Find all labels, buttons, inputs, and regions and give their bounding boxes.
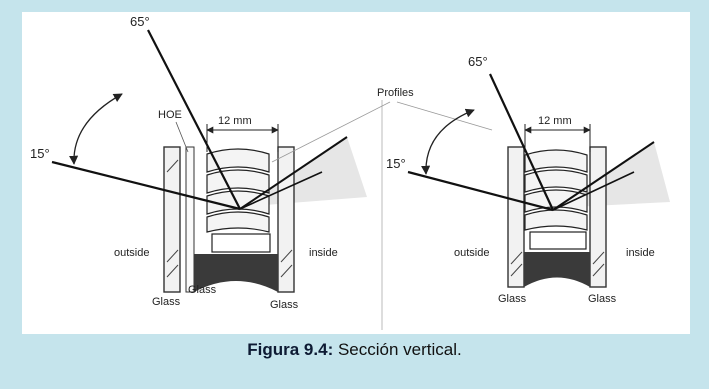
left-outer-glass xyxy=(163,146,181,293)
profiles-label: Profiles xyxy=(377,87,414,99)
left-inside-label: inside xyxy=(309,247,338,259)
caption-label: Figura 9.4: xyxy=(247,340,334,359)
right-outside-label: outside xyxy=(454,247,489,259)
left-glass-label-3: Glass xyxy=(270,299,299,311)
left-spacer xyxy=(211,233,271,253)
left-inner-glass xyxy=(277,146,295,293)
left-profile-1 xyxy=(206,148,270,173)
right-ray-15 xyxy=(407,170,554,212)
figure-image-area: 12 mm 65° 15° HOE outside inside Glass G… xyxy=(22,12,690,334)
right-angle-arc xyxy=(421,108,475,175)
right-glass-label-1: Glass xyxy=(498,293,527,305)
left-hoe-film xyxy=(185,146,195,293)
right-inside-label: inside xyxy=(626,247,655,259)
right-profile-2 xyxy=(524,169,588,193)
left-section-diagram: 12 mm 65° 15° HOE outside inside Glass G… xyxy=(30,14,367,311)
right-spacer xyxy=(529,231,587,250)
window-section-diagram: 12 mm 65° 15° HOE outside inside Glass G… xyxy=(30,14,670,330)
left-hoe-label: HOE xyxy=(158,109,182,121)
left-angle-arc xyxy=(69,93,123,165)
figure-caption: Figura 9.4: Sección vertical. xyxy=(0,340,709,360)
right-glass-label-2: Glass xyxy=(588,293,617,305)
left-ray-out-1 xyxy=(239,136,348,210)
right-seal xyxy=(524,252,590,287)
left-angle-bottom-label: 15° xyxy=(30,146,50,161)
left-ray-15 xyxy=(51,160,241,211)
right-angle-top-label: 65° xyxy=(468,54,488,69)
right-width-label: 12 mm xyxy=(538,115,572,127)
left-ray-out-2 xyxy=(239,171,323,210)
right-section-diagram: 12 mm 65° 15° outside inside Glass Glass xyxy=(386,54,670,305)
right-angle-bottom-label: 15° xyxy=(386,156,406,171)
left-outside-label: outside xyxy=(114,247,149,259)
left-profile-4 xyxy=(206,211,270,233)
right-ray-out-1 xyxy=(552,141,655,211)
right-ray-65 xyxy=(489,73,554,211)
right-profile-1 xyxy=(524,149,588,173)
caption-text: Sección vertical. xyxy=(333,340,462,359)
left-glass-label-1: Glass xyxy=(152,296,181,308)
right-inner-glass xyxy=(589,146,607,288)
right-outer-glass xyxy=(507,146,525,288)
left-glass-label-2: Glass xyxy=(188,284,217,296)
left-width-label: 12 mm xyxy=(218,115,252,127)
left-angle-top-label: 65° xyxy=(130,14,150,29)
right-ray-out-2 xyxy=(552,171,635,211)
left-profile-2 xyxy=(206,169,270,194)
left-seal xyxy=(194,254,278,292)
right-profile-4 xyxy=(524,209,588,231)
left-profile-3 xyxy=(206,190,270,215)
left-light-wedge xyxy=(240,137,367,207)
left-ray-65 xyxy=(147,29,241,210)
